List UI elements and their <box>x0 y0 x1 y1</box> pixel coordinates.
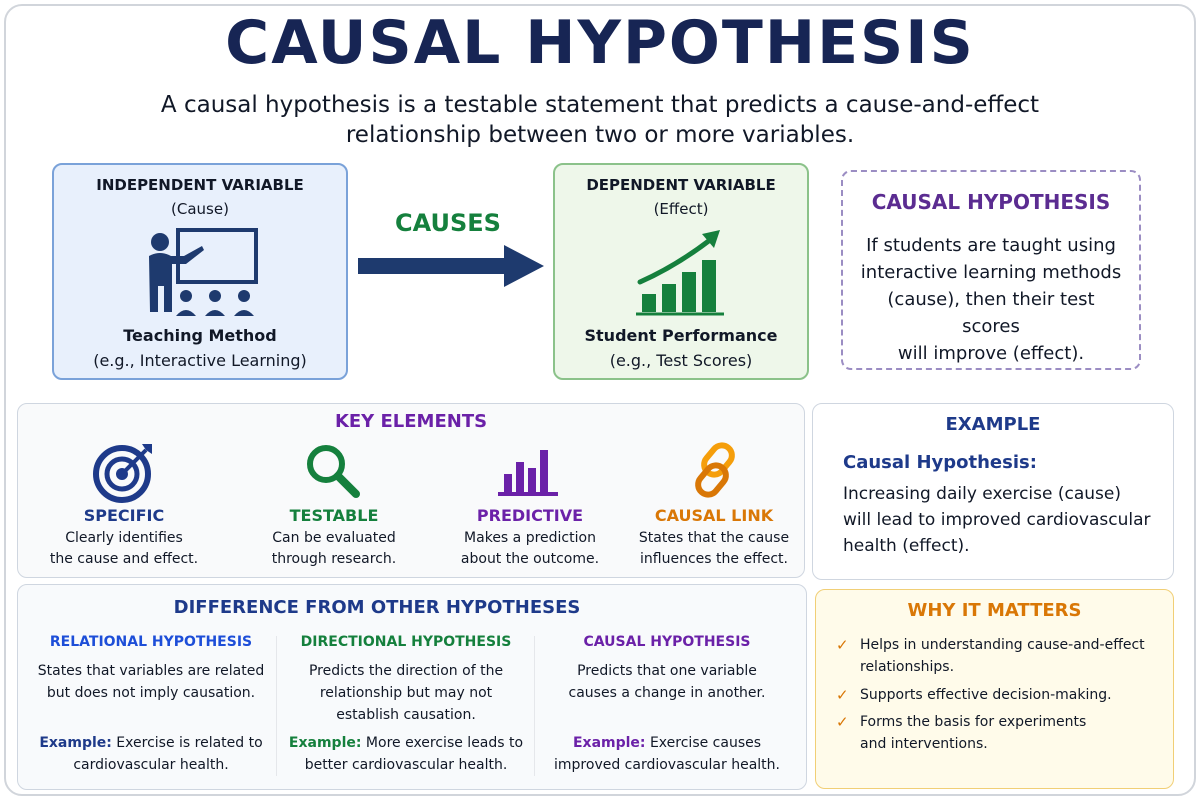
difference-title: DIFFERENCE FROM OTHER HYPOTHESES <box>173 597 581 618</box>
independent-variable-role: (Cause) <box>171 200 229 218</box>
checkmark-icon: ✓ <box>836 686 849 704</box>
magnifier-icon <box>307 445 360 498</box>
relational-hypothesis-desc: States that variables are related but do… <box>37 663 265 701</box>
column-divider <box>534 636 535 776</box>
causal-hypothesis-column-example: Example: Exercise causes improved cardio… <box>554 735 780 773</box>
key-element-testable: TESTABLE <box>289 506 379 525</box>
dependent-variable-name: Student Performance <box>584 326 778 345</box>
target-icon <box>93 444 152 503</box>
directional-hypothesis-desc: Predicts the direction of the relationsh… <box>308 663 504 723</box>
key-element-predictive: PREDICTIVE <box>476 506 584 525</box>
causal-hypothesis-column-title: CAUSAL HYPOTHESIS <box>583 634 751 650</box>
relational-hypothesis-example: Example: Exercise is related to cardiova… <box>39 735 263 773</box>
causal-hypothesis-text: If students are taught using interactive… <box>860 235 1122 364</box>
bar-chart-icon <box>498 450 558 496</box>
column-divider <box>276 636 277 776</box>
checkmark-icon: ✓ <box>836 713 849 731</box>
checkmark-icon: ✓ <box>836 636 849 654</box>
why-it-matters-title: WHY IT MATTERS <box>907 600 1082 621</box>
relational-hypothesis-title: RELATIONAL HYPOTHESIS <box>49 634 253 650</box>
example-panel <box>812 403 1174 580</box>
independent-variable-card <box>52 163 348 380</box>
chain-link-icon <box>695 442 735 498</box>
key-element-specific-desc: Clearly identifies the cause and effect. <box>49 530 199 567</box>
causal-hypothesis-title: CAUSAL HYPOTHESIS <box>871 190 1111 214</box>
page-title: CAUSAL HYPOTHESIS <box>225 8 975 78</box>
dependent-variable-example: (e.g., Test Scores) <box>609 351 753 370</box>
key-element-causal-link: CAUSAL LINK <box>654 506 774 525</box>
right-arrow-icon <box>358 245 544 287</box>
why-it-matters-panel <box>815 589 1174 789</box>
independent-variable-heading: INDEPENDENT VARIABLE <box>96 176 304 194</box>
causes-label: CAUSES <box>395 209 501 237</box>
key-element-causal-link-desc: States that the cause influences the eff… <box>638 530 790 567</box>
key-element-specific: SPECIFIC <box>83 506 165 525</box>
key-elements-title: KEY ELEMENTS <box>334 411 488 432</box>
subtitle: A causal hypothesis is a testable statem… <box>160 92 1040 148</box>
causal-hypothesis-card <box>841 170 1141 370</box>
directional-hypothesis-example: Example: More exercise leads to better c… <box>288 735 524 773</box>
key-element-predictive-desc: Makes a prediction about the outcome. <box>460 530 600 567</box>
example-title: EXAMPLE <box>945 414 1041 435</box>
directional-hypothesis-title: DIRECTIONAL HYPOTHESIS <box>300 634 512 650</box>
independent-variable-name: Teaching Method <box>123 326 277 345</box>
growth-chart-icon <box>636 230 724 316</box>
independent-variable-example: (e.g., Interactive Learning) <box>93 351 307 370</box>
difference-panel <box>17 584 807 790</box>
key-elements-panel <box>17 403 805 578</box>
dependent-variable-heading: DEPENDENT VARIABLE <box>586 176 776 194</box>
dependent-variable-role: (Effect) <box>653 200 709 218</box>
dependent-variable-card <box>553 163 809 380</box>
key-element-testable-desc: Can be evaluated through research. <box>271 530 397 567</box>
example-text: Increasing daily exercise (cause) will l… <box>843 484 1151 556</box>
teacher-presentation-icon <box>149 228 258 316</box>
causal-hypothesis-column-desc: Predicts that one variable causes a chan… <box>568 663 766 701</box>
example-heading: Causal Hypothesis: <box>843 452 1037 473</box>
